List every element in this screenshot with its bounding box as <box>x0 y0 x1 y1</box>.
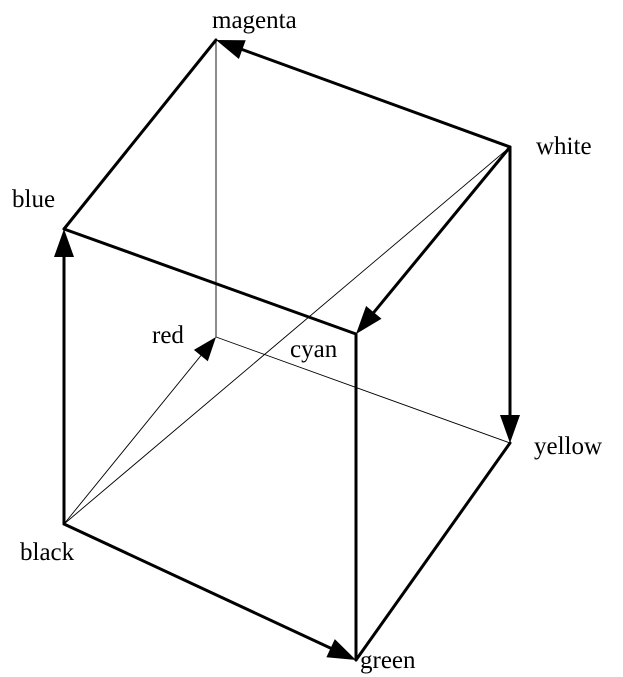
arrowhead <box>193 337 216 362</box>
edge-line <box>62 522 343 655</box>
edges-layer <box>54 38 520 662</box>
edge-line <box>63 347 208 525</box>
edge-black-blue <box>54 229 74 526</box>
label-blue: blue <box>12 186 55 213</box>
edge-line <box>365 145 512 323</box>
label-red: red <box>152 322 184 349</box>
arrowhead <box>500 415 520 443</box>
edge-white-magenta <box>216 40 512 149</box>
label-yellow: yellow <box>534 433 602 460</box>
label-black: black <box>20 539 75 566</box>
label-magenta: magenta <box>212 7 297 34</box>
edge-line <box>215 336 511 444</box>
labels-layer: magenta white blue red cyan yellow black… <box>12 7 602 674</box>
arrowhead <box>216 40 246 59</box>
edge-white-cyan <box>356 145 512 334</box>
edge-white-yellow <box>500 145 520 443</box>
arrowhead <box>54 229 74 257</box>
arrowhead <box>356 306 382 334</box>
edge-blue-magenta <box>62 38 218 231</box>
edge-black-red <box>63 337 216 525</box>
edge-line <box>62 38 218 231</box>
label-cyan: cyan <box>290 336 338 363</box>
label-white: white <box>536 133 592 160</box>
edge-black-green <box>62 522 356 660</box>
edge-line <box>62 227 358 336</box>
edge-line <box>63 146 511 525</box>
edge-line <box>230 44 512 149</box>
edge-black-white <box>63 146 511 525</box>
edge-yellow-green <box>354 441 512 662</box>
arrowhead <box>326 639 356 660</box>
edge-line <box>354 441 512 662</box>
label-green: green <box>360 647 416 674</box>
edge-blue-cyan <box>62 227 358 336</box>
edge-red-yellow <box>215 336 511 444</box>
